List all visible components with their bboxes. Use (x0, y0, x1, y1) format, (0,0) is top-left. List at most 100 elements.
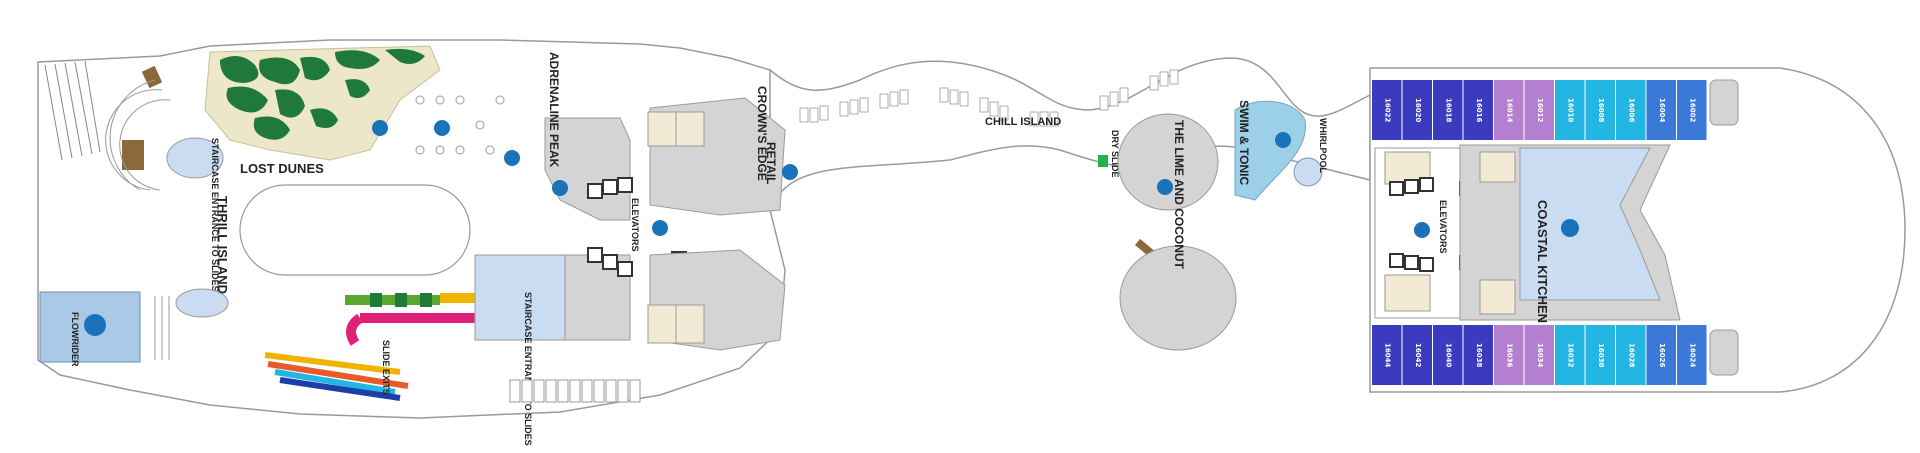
cabin-16020 (1402, 80, 1432, 140)
aft-deck-end-bottom (1709, 329, 1739, 376)
cabin-16044 (1372, 325, 1402, 385)
cabin-number-16034: 16034 (1536, 343, 1544, 367)
label-elevators-mid: ELEVATORS (630, 198, 640, 252)
thrill-island-open-area (239, 184, 471, 276)
label-thrill-island: THRILL ISLAND (215, 196, 230, 294)
slide-landing-oval (175, 288, 229, 318)
whirlpool (1293, 157, 1323, 187)
cabin-number-16020: 16020 (1414, 98, 1422, 122)
bow-seating (44, 60, 101, 161)
cabin-number-16040: 16040 (1444, 343, 1452, 367)
coastal-kitchen-dining (1519, 147, 1661, 301)
cabins-row-bottom: 16044 16042 16040 16038 16036 16034 16032 16030… (1372, 325, 1707, 385)
marker-dining-coastal-kitchen (1561, 219, 1579, 237)
cabin-number-16002: 16002 (1688, 98, 1696, 122)
cabin-16018 (1433, 80, 1463, 140)
cafe-tables-forward (415, 95, 505, 155)
retail-unit-2 (675, 111, 705, 147)
lime-coconut-lower (1119, 245, 1237, 351)
chill-island-loungers (799, 69, 1179, 127)
label-coastal-kitchen: COASTAL KITCHEN (1535, 200, 1550, 323)
cabin-number-16012: 16012 (1536, 98, 1544, 122)
cabin-number-16022: 16022 (1383, 98, 1391, 122)
cabin-number-16028: 16028 (1627, 343, 1635, 367)
label-retail: RETAIL (764, 142, 778, 184)
cabin-number-16032: 16032 (1566, 343, 1574, 367)
cabin-16034 (1524, 325, 1554, 385)
label-staircase-slides-bottom: STAIRCASE ENTRANCE TO SLIDES (523, 292, 533, 446)
cabin-number-16044: 16044 (1383, 343, 1391, 367)
label-flowrider: FLOWRIDER (70, 312, 80, 367)
marker-restroom-2 (552, 180, 568, 196)
cabin-number-16006: 16006 (1627, 98, 1635, 122)
dry-slide-green (1098, 155, 1108, 167)
cabin-16042 (1402, 325, 1432, 385)
marker-bar-lime-coconut (1157, 179, 1173, 195)
label-lost-dunes: LOST DUNES (240, 161, 324, 176)
staircase-slides-top (166, 137, 224, 179)
water-slides-upper (345, 293, 475, 346)
cabin-16028 (1616, 325, 1646, 385)
minigolf-greens (220, 48, 425, 140)
cabin-16022 (1372, 80, 1402, 140)
aft-room-4 (1479, 279, 1516, 315)
cabin-16014 (1494, 80, 1524, 140)
label-whirlpool: WHIRLPOOL (1318, 118, 1328, 173)
flowrider-bleachers (154, 296, 170, 360)
label-elevators-aft: ELEVATORS (1438, 200, 1448, 254)
label-lime-coconut: THE LIME AND COCONUT (1172, 120, 1186, 270)
cabin-number-16014: 16014 (1505, 98, 1513, 122)
cabin-16010 (1555, 80, 1585, 140)
bow-deck-bench (122, 140, 144, 170)
retail-unit-4 (675, 304, 705, 344)
cabin-16024 (1677, 325, 1707, 385)
cabin-16002 (1677, 80, 1707, 140)
marker-dining-lost-dunes (434, 120, 450, 136)
marker-elevator-mid (652, 220, 668, 236)
water-slides-lower (264, 352, 409, 401)
label-adrenaline-peak: ADRENALINE PEAK (547, 52, 561, 168)
cabin-16032 (1555, 325, 1585, 385)
cabin-number-16004: 16004 (1658, 98, 1666, 122)
aft-room-2 (1384, 274, 1431, 312)
flowrider-icon (84, 314, 106, 336)
aft-deck-end-top (1709, 79, 1739, 126)
aft-room-3 (1479, 151, 1516, 183)
cabin-16012 (1524, 80, 1554, 140)
amphitheater-seating (105, 79, 171, 191)
retail-unit-3 (647, 304, 677, 344)
cabin-number-16026: 16026 (1658, 343, 1666, 367)
cabin-16040 (1433, 325, 1463, 385)
cabin-number-16008: 16008 (1597, 98, 1605, 122)
cabin-number-16038: 16038 (1475, 343, 1483, 367)
label-crowns-edge: CROWN'S EDGE (755, 86, 769, 181)
loungers-forward-lower (509, 379, 641, 403)
label-chill-island: CHILL ISLAND (985, 116, 1061, 128)
marker-restroom-1 (504, 150, 520, 166)
lime-coconut-venue (1117, 113, 1219, 211)
cabin-16036 (1494, 325, 1524, 385)
cabin-number-16024: 16024 (1688, 343, 1696, 367)
marker-bar-swim-tonic (1275, 132, 1291, 148)
cabin-number-16010: 16010 (1566, 98, 1574, 122)
label-slide-exits: SLIDE EXITS (381, 340, 391, 395)
cabin-16008 (1585, 80, 1615, 140)
cabin-number-16030: 16030 (1597, 343, 1605, 367)
cabin-number-16036: 16036 (1505, 343, 1513, 367)
marker-elevator-aft (1414, 222, 1430, 238)
marker-bar-lost-dunes (372, 120, 388, 136)
swim-tonic-pool (1234, 100, 1307, 201)
marker-retail (782, 164, 798, 180)
cabin-16004 (1646, 80, 1676, 140)
retail-unit-1 (647, 111, 677, 147)
staircase-slides-bottom (474, 254, 566, 341)
label-dry-slide: DRY SLIDE (1110, 130, 1120, 178)
cabin-16026 (1646, 325, 1676, 385)
cabin-number-16042: 16042 (1414, 343, 1422, 367)
label-staircase-slides-top: STAIRCASE ENTRANCE TO SLIDES (210, 138, 220, 292)
cabin-16030 (1585, 325, 1615, 385)
cabin-number-16018: 16018 (1444, 98, 1452, 122)
cabin-16038 (1463, 325, 1493, 385)
